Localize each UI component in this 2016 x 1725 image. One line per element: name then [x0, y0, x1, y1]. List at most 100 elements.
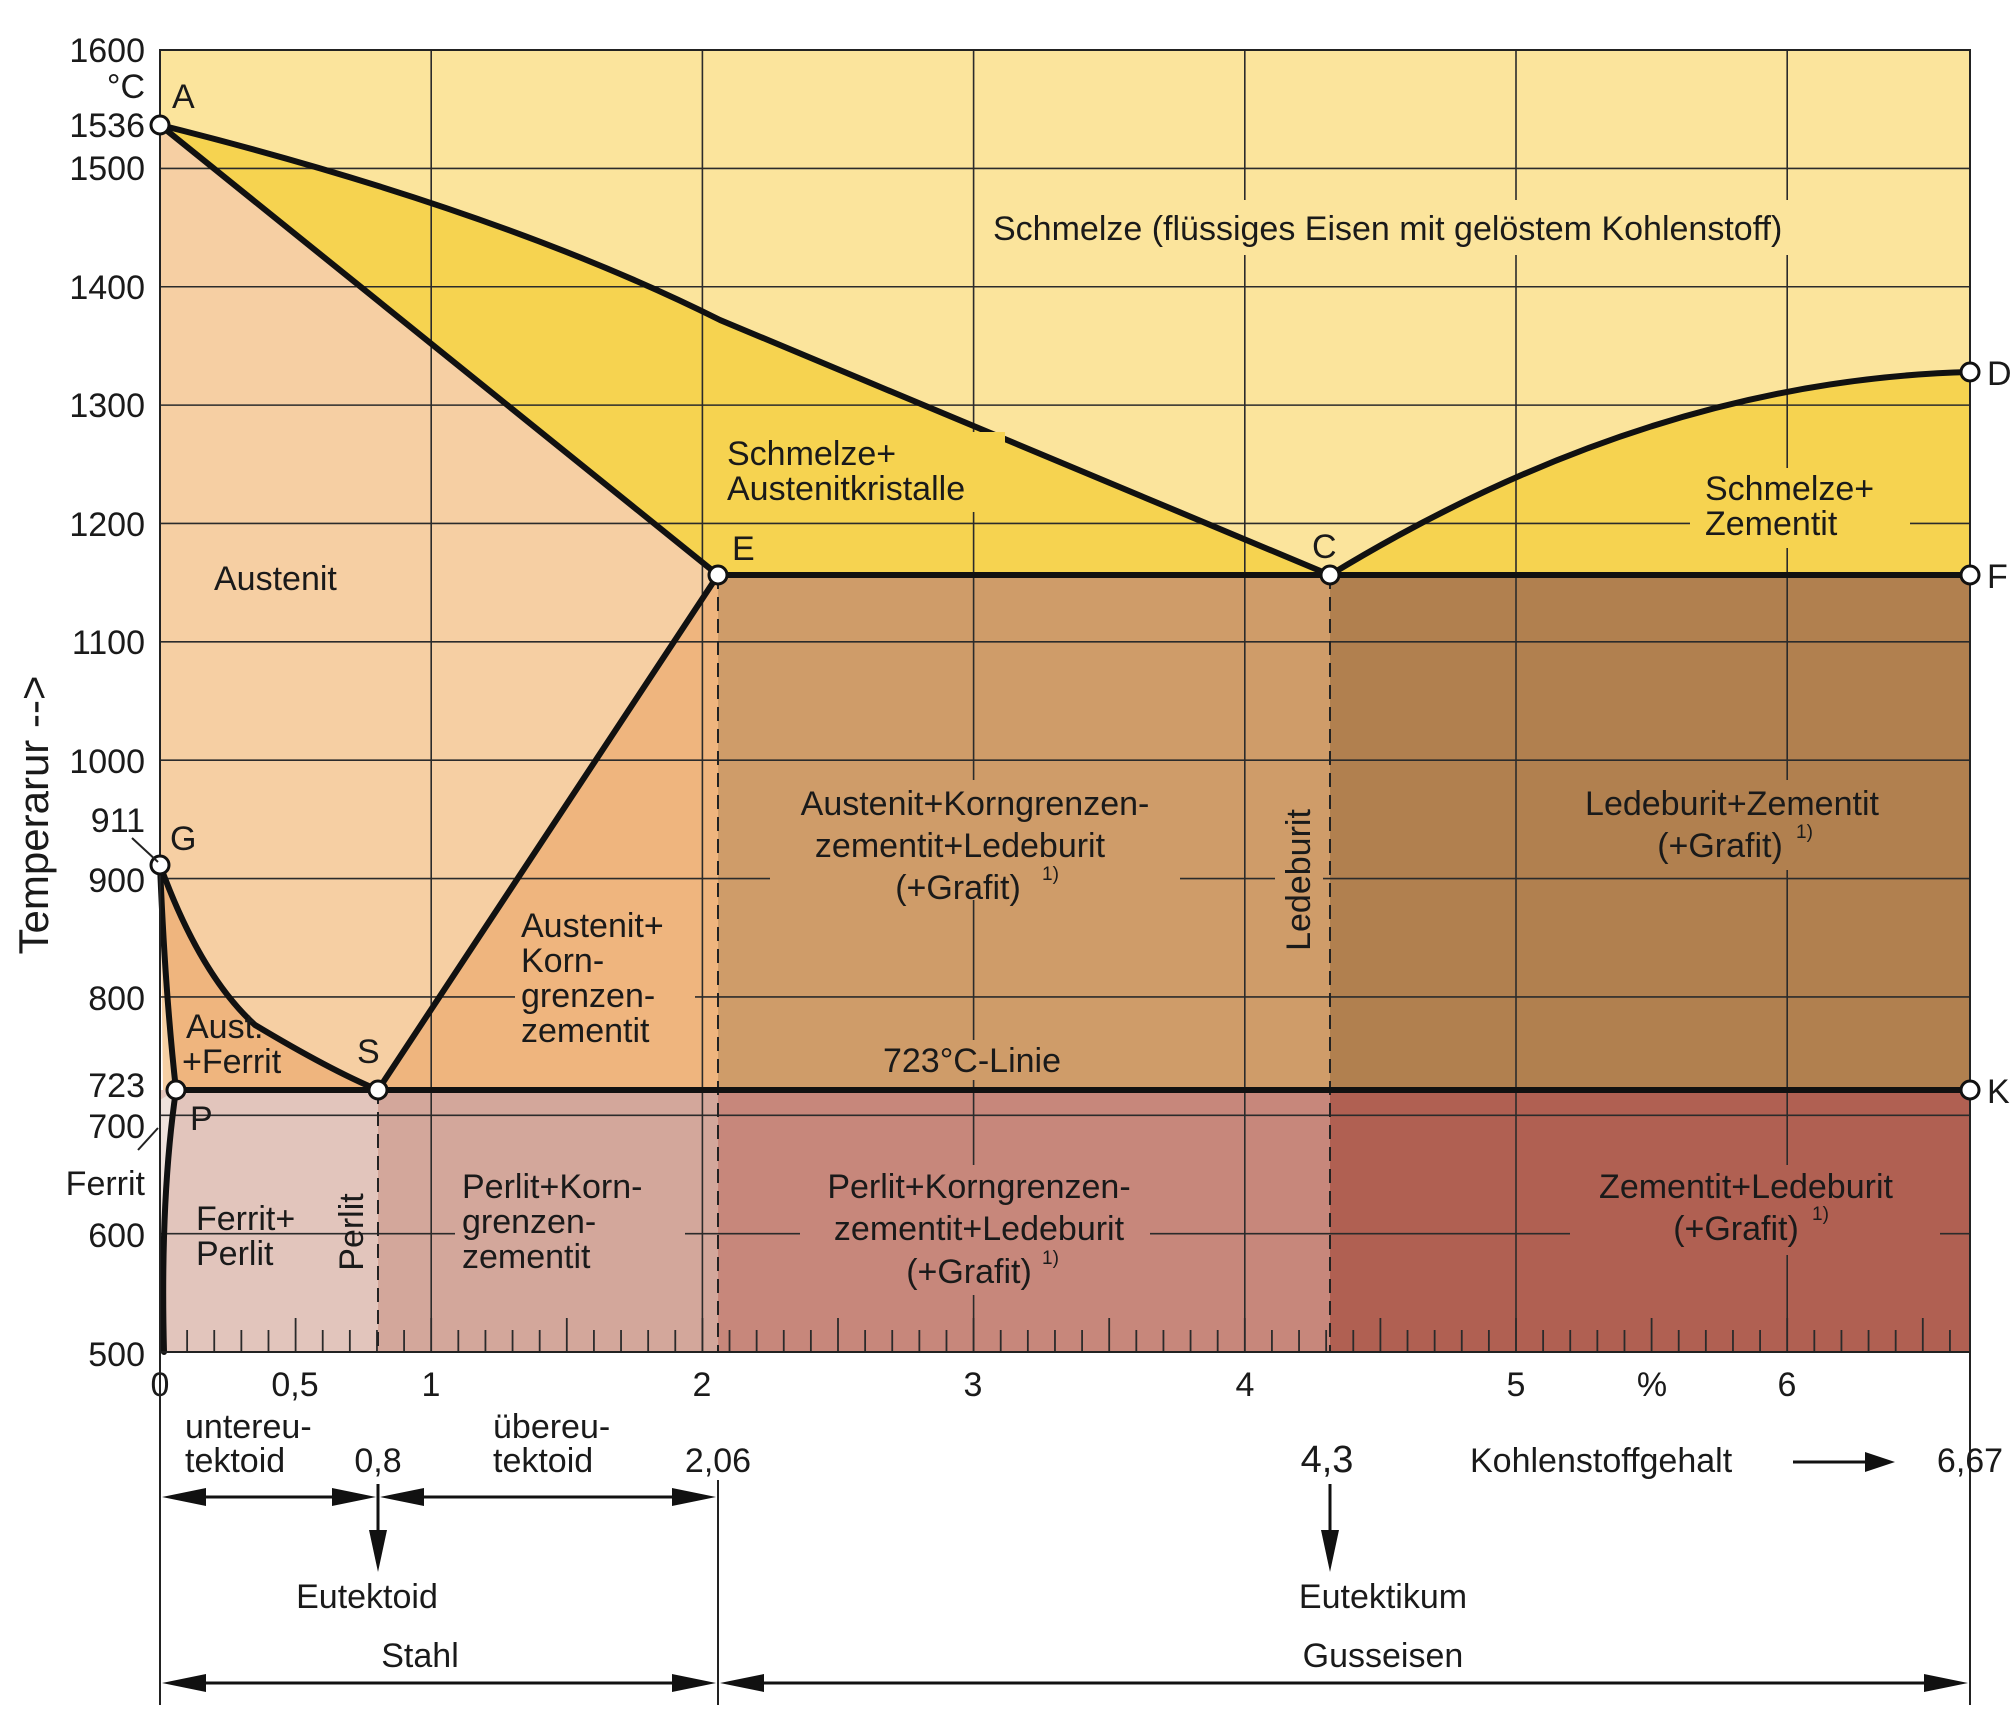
ytick-911: 911	[91, 802, 145, 840]
value-6-67: 6,67	[1937, 1442, 2003, 1480]
point-p	[165, 1079, 187, 1101]
footnote-zem-led: 1)	[1812, 1204, 1829, 1225]
label-f: F	[1987, 558, 2008, 596]
phase-lines	[157, 122, 1973, 1355]
label-zem-led-2: (+Grafit)	[1673, 1210, 1799, 1248]
label-melt-aust-2: Austenitkristalle	[727, 470, 965, 508]
label-aust-ferrit-2: +Ferrit	[182, 1043, 282, 1081]
xtick-5: 5	[1507, 1366, 1526, 1404]
label-aust-korn-2: Korn-	[521, 942, 604, 980]
label-gusseisen: Gusseisen	[1303, 1637, 1464, 1675]
label-s: S	[357, 1033, 380, 1071]
classification: untereu- tektoid 0,8 übereu- tektoid 2,0…	[159, 1352, 2003, 1705]
label-e: E	[732, 530, 755, 568]
region-austenit	[160, 125, 718, 1090]
label-untereu-1: untereu-	[185, 1408, 312, 1446]
region-ferrit-perlit	[160, 1090, 378, 1352]
label-eutektikum: Eutektikum	[1299, 1578, 1467, 1616]
ytick-1400: 1400	[69, 269, 145, 307]
point-f	[1959, 564, 1981, 586]
label-ferrit-perlit-1: Ferrit+	[196, 1200, 295, 1238]
point-s	[367, 1079, 389, 1101]
ytick-1536: 1536	[69, 107, 145, 145]
ytick-600: 600	[88, 1217, 145, 1255]
label-ferrit-perlit-2: Perlit	[196, 1235, 274, 1273]
label-c: C	[1312, 528, 1337, 566]
footnote-aust-led: 1)	[1042, 864, 1059, 885]
label-ledeburit: Ledeburit	[1280, 809, 1318, 951]
xtick-percent: %	[1637, 1366, 1667, 1404]
label-aust-korn-4: zementit	[521, 1012, 650, 1050]
label-perlit-korn-1: Perlit+Korn-	[462, 1168, 642, 1206]
label-p: P	[190, 1100, 213, 1138]
footnote-perlit-led: 1)	[1042, 1248, 1059, 1269]
leader-911	[131, 837, 159, 863]
point-d	[1959, 361, 1981, 383]
label-perlit-korn-2: grenzen-	[462, 1203, 596, 1241]
y-axis-label: Temperarur -->	[10, 676, 57, 955]
line-gp	[157, 862, 179, 1093]
leader-ferrit	[137, 1127, 159, 1151]
ytick-723: 723	[88, 1067, 145, 1105]
label-led-zem-1: Ledeburit+Zementit	[1585, 785, 1879, 823]
label-723-line: 723°C-Linie	[883, 1042, 1061, 1080]
label-untereu-2: tektoid	[185, 1442, 285, 1480]
region-ferrit	[160, 1090, 176, 1352]
line-gs	[157, 862, 381, 1093]
label-aust-led-3: (+Grafit)	[895, 869, 1021, 907]
point-e	[707, 564, 729, 586]
label-led-zem-2: (+Grafit)	[1657, 827, 1783, 865]
value-4-3: 4,3	[1301, 1439, 1354, 1481]
liquidus-ac	[157, 122, 1333, 578]
label-melt-aust-1: Schmelze+	[727, 435, 896, 473]
point-a	[149, 114, 171, 136]
value-2-06: 2,06	[685, 1442, 751, 1480]
line-es	[375, 572, 721, 1093]
label-melt-zem-1: Schmelze+	[1705, 470, 1874, 508]
y-unit: °C	[107, 68, 145, 106]
x-axis-label: Kohlenstoffgehalt	[1470, 1442, 1733, 1480]
line-pq	[160, 1087, 179, 1355]
y-axis: 1600 °C 1536 1500 1400 1300 1200 1100 10…	[10, 32, 159, 1374]
label-masks	[455, 200, 1940, 1295]
ytick-1000: 1000	[69, 743, 145, 781]
ytick-500: 500	[88, 1336, 145, 1374]
xtick-4: 4	[1236, 1366, 1255, 1404]
label-perlit-korn-3: zementit	[462, 1238, 591, 1276]
xtick-0-5: 0,5	[271, 1366, 318, 1404]
region-melt-austenit	[160, 125, 1330, 575]
label-k: K	[1987, 1073, 2010, 1111]
plot-frame	[159, 49, 1971, 1353]
label-perlit: Perlit	[333, 1193, 371, 1271]
x-minor-ticks	[186, 1318, 1951, 1352]
region-aust-ferrit	[160, 865, 378, 1090]
label-aust-korn-3: grenzen-	[521, 977, 655, 1015]
label-ubereu-1: übereu-	[493, 1408, 610, 1446]
xtick-1: 1	[422, 1366, 441, 1404]
label-perlit-led-2: zementit+Ledeburit	[834, 1210, 1125, 1248]
ytick-1300: 1300	[69, 387, 145, 425]
xtick-6: 6	[1778, 1366, 1797, 1404]
ytick-700: 700	[88, 1108, 145, 1146]
label-d: D	[1987, 355, 2012, 393]
label-ferrit: Ferrit	[66, 1165, 146, 1203]
point-k	[1959, 1079, 1981, 1101]
label-g: G	[170, 820, 196, 858]
region-labels: Schmelze (flüssiges Eisen mit gelöstem K…	[66, 210, 1894, 1291]
footnote-led-zem: 1)	[1796, 822, 1813, 843]
label-stahl: Stahl	[381, 1637, 459, 1675]
point-labels: A D E C F G S P K	[170, 78, 2012, 1138]
ytick-1100: 1100	[72, 624, 145, 662]
ytick-1600: 1600	[69, 32, 145, 70]
xtick-3: 3	[964, 1366, 983, 1404]
ytick-800: 800	[88, 980, 145, 1018]
label-aust-korn-1: Austenit+	[521, 907, 664, 945]
x-axis: 0 0,5 1 2 3 4 5 % 6	[151, 1366, 1797, 1404]
label-a: A	[172, 78, 195, 116]
xtick-2: 2	[693, 1366, 712, 1404]
label-perlit-led-1: Perlit+Korngrenzen-	[827, 1168, 1130, 1206]
label-aust-ferrit-1: Aust.	[186, 1008, 263, 1046]
label-aust-led-1: Austenit+Korngrenzen-	[801, 785, 1150, 823]
